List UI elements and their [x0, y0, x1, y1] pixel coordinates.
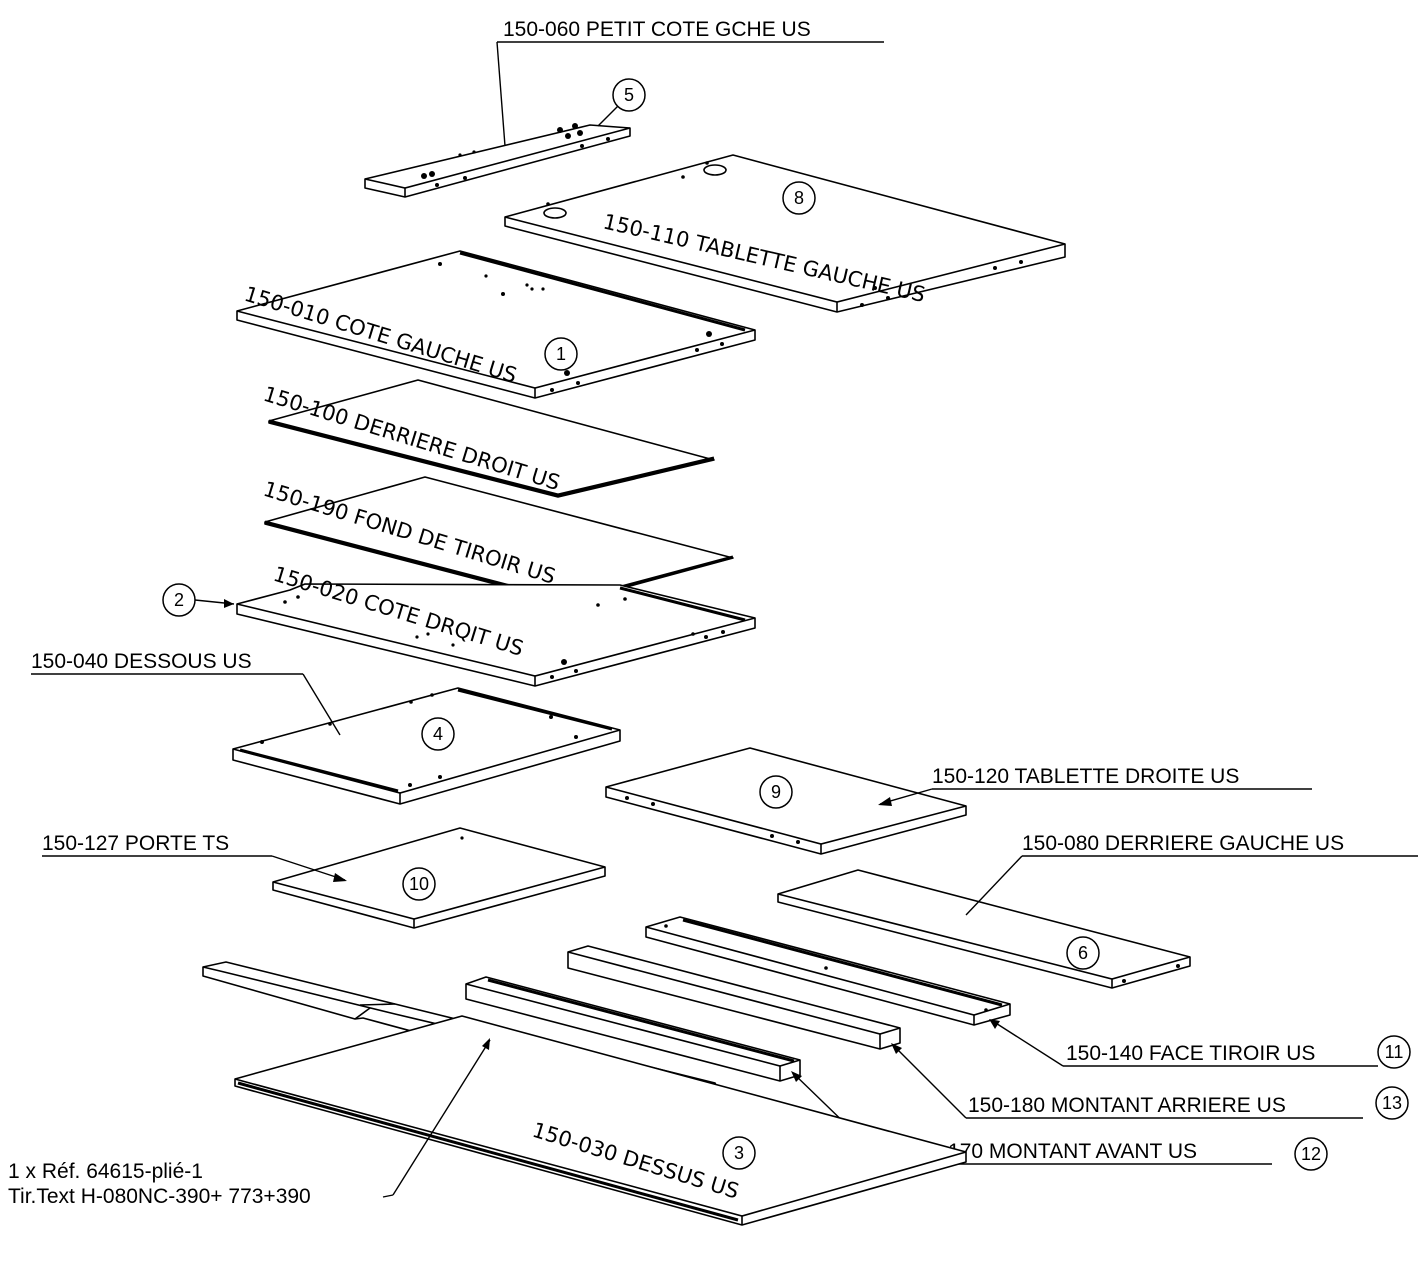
part-cote-gauche: [236, 250, 756, 399]
item-bubble-10: 10: [409, 874, 429, 894]
part-tablette-gauche: [504, 154, 1066, 313]
label-150-127: 150-127 PORTE TS: [42, 832, 229, 855]
callout-10: 150-127 PORTE TS 10: [42, 832, 436, 901]
callout-13: 150-180 MONTANT ARRIERE US 13: [891, 1043, 1409, 1120]
part-derriere-droit: [268, 379, 715, 498]
part-montant-avant: [465, 976, 801, 1082]
item-bubble-4: 4: [433, 724, 443, 744]
part-face-tiroir: [645, 916, 1011, 1026]
part-petit-cote-gche: [364, 123, 631, 198]
callout-note: 1 x Réf. 64615-plié-1 Tir.Text H-080NC-3…: [8, 1038, 491, 1208]
callout-9: 9 150-120 TABLETTE DROITE US: [759, 765, 1312, 809]
item-bubble-5: 5: [624, 85, 634, 105]
label-150-180: 150-180 MONTANT ARRIERE US: [968, 1094, 1286, 1117]
part-dessus: [234, 1015, 967, 1226]
label-150-120: 150-120 TABLETTE DROITE US: [932, 765, 1239, 788]
item-bubble-9: 9: [771, 782, 781, 802]
item-bubble-11: 11: [1385, 1042, 1404, 1062]
callout-5: 150-060 PETIT COTE GCHE US 5: [496, 18, 884, 147]
callout-6: 150-080 DERRIERE GAUCHE US 6: [965, 832, 1418, 970]
item-bubble-8: 8: [794, 188, 804, 208]
label-150-170: 150-170 MONTANT AVANT US: [906, 1140, 1197, 1163]
item-bubble-3: 3: [734, 1143, 744, 1163]
callout-11: 150-140 FACE TIROIR US 11: [989, 1019, 1411, 1069]
part-cote-droit: [236, 583, 756, 687]
part-porte: [272, 827, 606, 929]
item-bubble-12: 12: [1301, 1144, 1321, 1164]
part-montant-arriere: [567, 945, 901, 1050]
item-bubble-6: 6: [1078, 943, 1088, 963]
callout-4: 150-040 DESSOUS US 4: [31, 650, 455, 751]
label-150-060: 150-060 PETIT COTE GCHE US: [503, 18, 811, 41]
label-150-140: 150-140 FACE TIROIR US: [1066, 1042, 1315, 1065]
item-bubble-2: 2: [174, 590, 184, 610]
item-bubble-1: 1: [556, 344, 566, 364]
label-150-040: 150-040 DESSOUS US: [31, 650, 252, 673]
note-line-2: Tir.Text H-080NC-390+ 773+390: [8, 1185, 311, 1208]
note-line-1: 1 x Réf. 64615-plié-1: [8, 1160, 203, 1183]
label-150-080: 150-080 DERRIERE GAUCHE US: [1022, 832, 1344, 855]
item-bubble-13: 13: [1382, 1093, 1402, 1113]
